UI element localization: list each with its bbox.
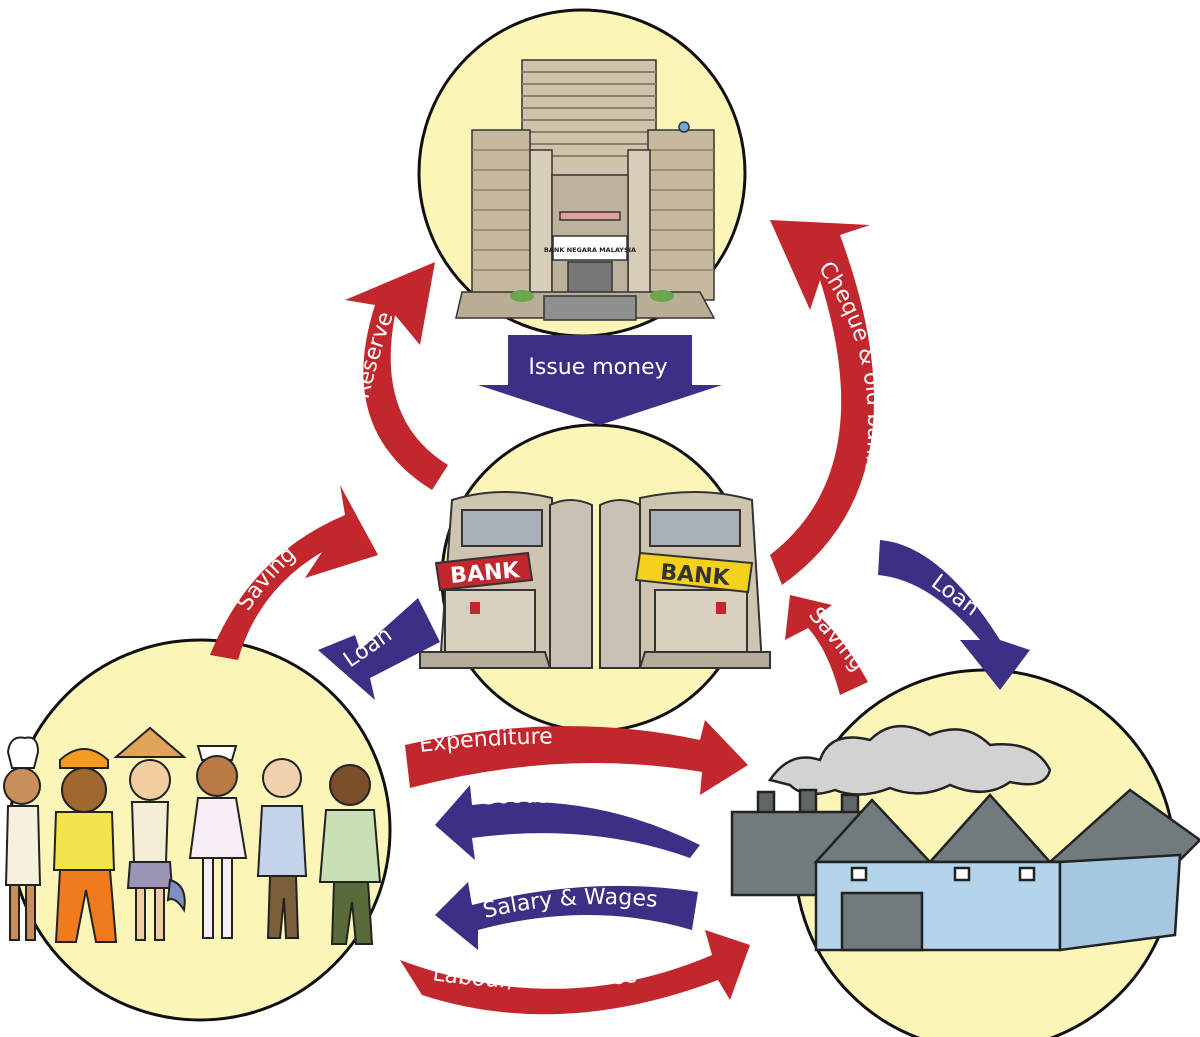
label-issue-money: Issue money <box>528 355 667 380</box>
arrow-reserve: Reserve <box>345 262 448 490</box>
arrow-expenditure: Expenditure <box>405 720 748 795</box>
arrow-loan-households: Loan <box>318 598 440 700</box>
bank-sign-right: BANK <box>634 551 754 594</box>
arrow-issue-money: Issue money <box>478 335 722 425</box>
arrow-saving-households: Saving <box>210 485 378 660</box>
label-saving-h-text: Saving <box>232 542 300 616</box>
central-bank-building-icon <box>455 59 716 321</box>
households-node <box>3 638 392 1022</box>
label-salary-wages: Salary & Wages <box>481 885 659 924</box>
firms-node <box>730 668 1200 1037</box>
bank-sign-right-text: BANK <box>659 560 731 591</box>
central-bank-node: BANK NEGARA MALAYSIA <box>417 8 747 338</box>
factory-icon <box>730 724 1200 952</box>
arrow-cheque-old-notes: Cheque & old bank notes <box>770 220 887 585</box>
person-office-worker <box>318 764 382 945</box>
label-salary-text: Salary & Wages <box>481 885 659 924</box>
label-saving-households: Saving <box>232 542 300 616</box>
person-farmer <box>113 726 187 941</box>
arrow-salary-wages: Salary & Wages <box>435 882 698 950</box>
arrow-labour: Labour/ work force <box>400 930 750 1015</box>
label-labour-text: Labour/ work force <box>431 961 638 994</box>
bank-sign-left-text: BANK <box>449 558 521 589</box>
arrow-goods-services: Goods & Services <box>435 783 700 860</box>
commercial-bank-node: BANK BANK <box>419 423 771 733</box>
arrow-saving-firms: Saving <box>785 595 870 695</box>
central-bank-sign-text: BANK NEGARA MALAYSIA <box>544 246 636 254</box>
arrow-loan-firms: Loan <box>878 540 1030 690</box>
person-doctor <box>256 758 308 939</box>
smoke-cloud <box>767 724 1052 796</box>
label-labour: Labour/ work force <box>431 961 638 994</box>
person-chef <box>3 736 42 941</box>
person-construction-worker <box>52 748 118 943</box>
person-nurse <box>188 745 248 939</box>
central-bank-sign <box>552 235 628 261</box>
people-icon <box>3 726 382 945</box>
bank-sign-left: BANK <box>434 551 534 592</box>
